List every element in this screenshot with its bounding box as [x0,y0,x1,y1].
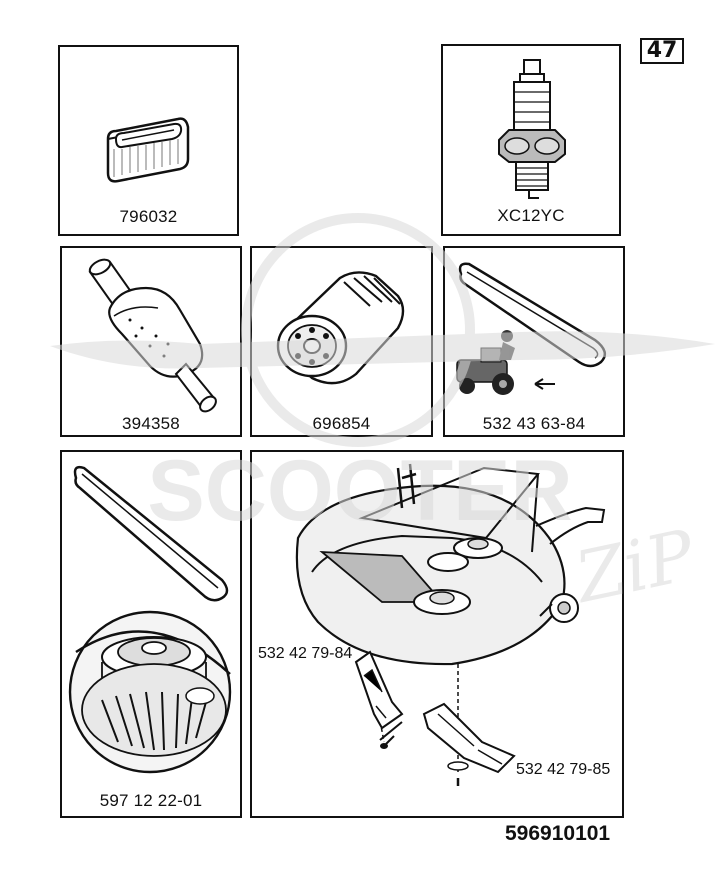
part-panel-fuel-filter: 394358 [60,246,242,437]
mower-deck-illustration [295,463,606,786]
page-number: 47 [640,38,684,64]
part-panel-air-filter: 796032 [58,45,239,236]
spark-plug-illustration [498,59,566,199]
document-number: 596910101 [505,822,611,845]
part-number-label: 796032 [119,207,178,226]
part-panel-mower-deck: 532 42 79-84 532 42 79-85 [250,450,624,818]
air-filter-illustration [106,117,190,183]
part-panel-tractor-belt: 532 43 63-84 [443,246,625,437]
part-panel-spark-plug: XC12YC [441,44,621,236]
blade-right-callout: 532 42 79-85 [516,761,611,778]
part-panel-oil-filter: 696854 [250,246,433,437]
part-number-label: XC12YC [497,206,565,225]
part-number-label: 532 43 63-84 [482,414,586,433]
part-number-label: 597 12 22-01 [99,791,203,810]
oil-filter-illustration [276,271,405,385]
part-panel-pulley-belt: 597 12 22-01 [60,450,242,818]
tractor-belt-illustration [456,262,607,395]
riding-mower-icon [456,330,515,395]
blade-left-callout: 532 42 79-84 [258,645,353,662]
fuel-filter-illustration [88,258,217,413]
part-number-label: 696854 [312,414,371,433]
pulley-belt-illustration [68,465,232,774]
part-number-label: 394358 [122,414,180,433]
